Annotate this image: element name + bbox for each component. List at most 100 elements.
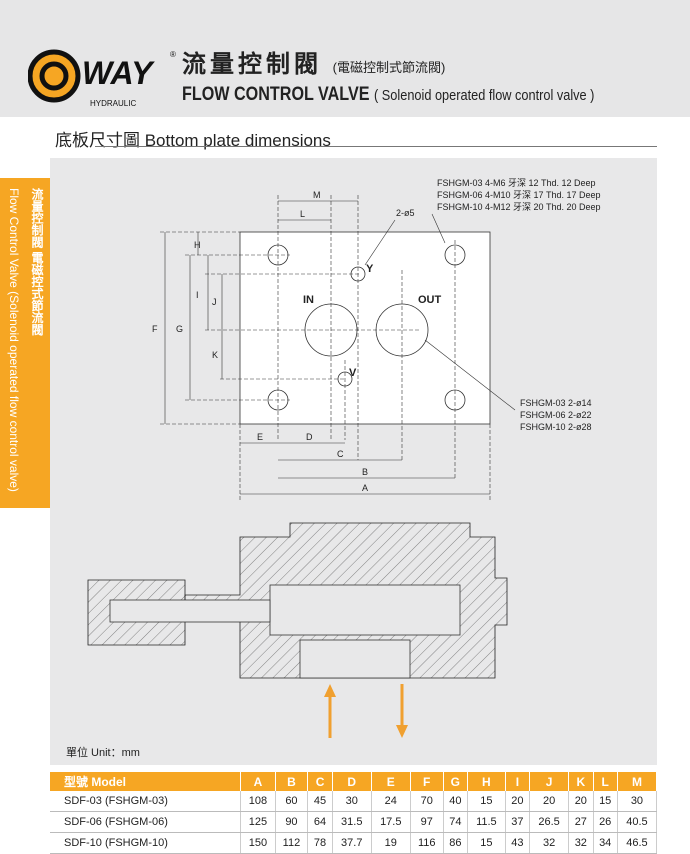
unit-label: 單位 Unit：mm (66, 747, 140, 759)
svg-text:HYDRAULIC: HYDRAULIC (90, 99, 136, 108)
out-label: OUT (418, 294, 442, 306)
title-en: FLOW CONTROL VALVE ( Solenoid operated f… (182, 84, 595, 105)
dim-h: H (194, 240, 201, 250)
model-cell: SDF-03 (FSHGM-03) (50, 791, 242, 812)
dim-f: F (152, 324, 158, 334)
y-pin (350, 266, 366, 282)
way-logo: WAY HYDRAULIC ® (28, 49, 176, 108)
column-header: K (568, 772, 594, 791)
flow-arrows (324, 684, 408, 738)
table-cell: 15 (593, 791, 618, 812)
in-label: IN (303, 294, 314, 306)
dim-l: L (300, 209, 305, 219)
table-cell: 15 (467, 832, 506, 854)
column-header: I (505, 772, 531, 791)
column-header: 型號 Model (50, 772, 242, 791)
thread-note: FSHGM-03 4-M6 牙深 12 Thd. 12 Deep (437, 178, 596, 188)
dim-k: K (212, 350, 218, 360)
column-header: F (410, 772, 444, 791)
dim-j: J (212, 297, 217, 307)
column-header: E (371, 772, 411, 791)
table-cell: 60 (275, 791, 309, 812)
table-cell: 74 (443, 811, 469, 833)
v-pin (337, 371, 353, 387)
svg-text:®: ® (170, 50, 176, 59)
column-header: A (240, 772, 276, 791)
column-header: H (467, 772, 506, 791)
table-cell: 15 (467, 791, 506, 812)
table-cell: 86 (443, 832, 469, 854)
table-cell: 20 (529, 791, 570, 812)
table-cell: 90 (275, 811, 309, 833)
table-cell: 46.5 (617, 832, 658, 854)
valve-section-view (87, 522, 508, 679)
dim-i: I (196, 290, 199, 300)
table-cell: 43 (505, 832, 531, 854)
column-header: L (593, 772, 618, 791)
side-tab-cn: 流量控制閥 電磁控式節流閥 (30, 188, 44, 336)
y-label: Y (366, 263, 374, 275)
table-cell: 45 (307, 791, 333, 812)
dim-e: E (257, 432, 263, 442)
pin-note: 2-ø5 (396, 208, 415, 218)
divider (95, 146, 657, 147)
in-port (304, 303, 358, 357)
dim-m: M (313, 190, 321, 200)
svg-text:WAY: WAY (82, 55, 155, 91)
thread-note: FSHGM-06 4-M10 牙深 17 Thd. 17 Deep (437, 190, 601, 200)
table-cell: 37 (505, 811, 531, 833)
table-cell: 20 (505, 791, 531, 812)
table-cell: 19 (371, 832, 411, 854)
table-cell: 26.5 (529, 811, 570, 833)
mount-holes (267, 244, 466, 411)
table-cell: 97 (410, 811, 444, 833)
table-cell: 125 (240, 811, 276, 833)
table-cell: 11.5 (467, 811, 506, 833)
v-label: V (349, 367, 357, 379)
column-header: C (307, 772, 333, 791)
column-header: M (617, 772, 658, 791)
thread-note: FSHGM-10 4-M12 牙深 20 Thd. 20 Deep (437, 202, 601, 212)
table-cell: 40.5 (617, 811, 658, 833)
side-tab-en: Flow Control Valve (Solenoid operated fl… (7, 188, 21, 492)
dim-a: A (362, 483, 368, 493)
title-cn: 流量控制閥 (電磁控制式節流閥) (182, 51, 446, 78)
dim-g: G (176, 324, 183, 334)
port-note: FSHGM-06 2-ø22 (520, 410, 592, 420)
table-cell: 20 (568, 791, 594, 812)
table-cell: 37.7 (332, 832, 372, 854)
table-cell: 112 (275, 832, 309, 854)
table-cell: 34 (593, 832, 618, 854)
column-header: B (275, 772, 309, 791)
table-cell: 32 (568, 832, 594, 854)
table-cell: 40 (443, 791, 469, 812)
table-cell: 150 (240, 832, 276, 854)
dim-d: D (306, 432, 313, 442)
table-cell: 30 (332, 791, 372, 812)
port-note: FSHGM-03 2-ø14 (520, 398, 592, 408)
table-cell: 78 (307, 832, 333, 854)
table-cell: 64 (307, 811, 333, 833)
table-cell: 31.5 (332, 811, 372, 833)
table-cell: 32 (529, 832, 570, 854)
dim-b: B (362, 467, 368, 477)
table-cell: 24 (371, 791, 411, 812)
table-cell: 116 (410, 832, 444, 854)
column-header: J (529, 772, 570, 791)
table-cell: 17.5 (371, 811, 411, 833)
table-cell: 26 (593, 811, 618, 833)
column-header: G (443, 772, 469, 791)
column-header: D (332, 772, 372, 791)
table-cell: 70 (410, 791, 444, 812)
bottom-plate (239, 231, 491, 425)
port-note: FSHGM-10 2-ø28 (520, 422, 592, 432)
table-cell: 30 (617, 791, 658, 812)
side-tab: 流量控制閥 電磁控式節流閥 Flow Control Valve (Soleno… (0, 178, 50, 508)
